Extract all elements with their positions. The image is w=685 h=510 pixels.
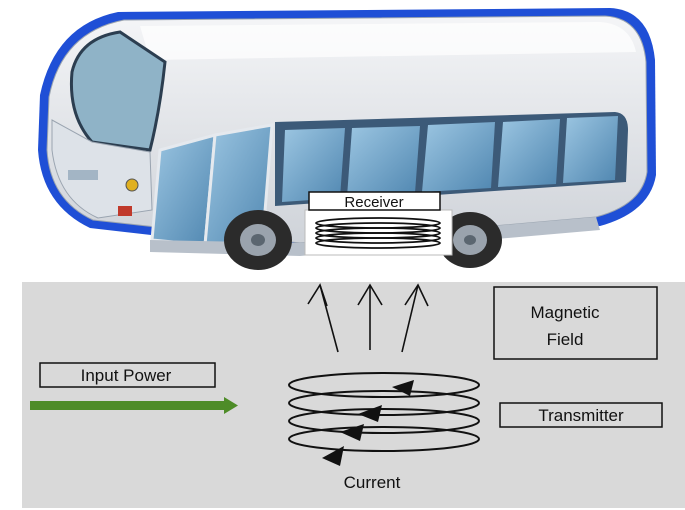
- magnetic-field-label-line2: Field: [547, 330, 584, 349]
- receiver-unit: Receiver: [304, 191, 453, 256]
- input-power-label: Input Power: [81, 366, 172, 385]
- receiver-coil-icon: [315, 217, 441, 249]
- front-wheel: [224, 210, 292, 270]
- magnetic-field-box: [493, 286, 658, 360]
- bus-icon: [38, 8, 656, 270]
- ground-panel: [22, 282, 685, 508]
- magnetic-field-label-line1: Magnetic: [531, 303, 600, 322]
- transmitter-coil-icon: [288, 372, 480, 452]
- input-power-box: [39, 362, 216, 388]
- rear-wheel: [438, 212, 502, 268]
- transmitter-box: [499, 402, 663, 428]
- transmitter-label: Transmitter: [538, 406, 624, 425]
- receiver-label-box: [308, 191, 441, 211]
- input-power-arrow-icon: [30, 397, 238, 414]
- current-direction-arrows: [322, 380, 414, 466]
- magnetic-field-arrows: [307, 283, 429, 353]
- field-arrow-right: [401, 284, 419, 353]
- current-label: Current: [344, 473, 401, 492]
- receiver-label: Receiver: [344, 194, 403, 211]
